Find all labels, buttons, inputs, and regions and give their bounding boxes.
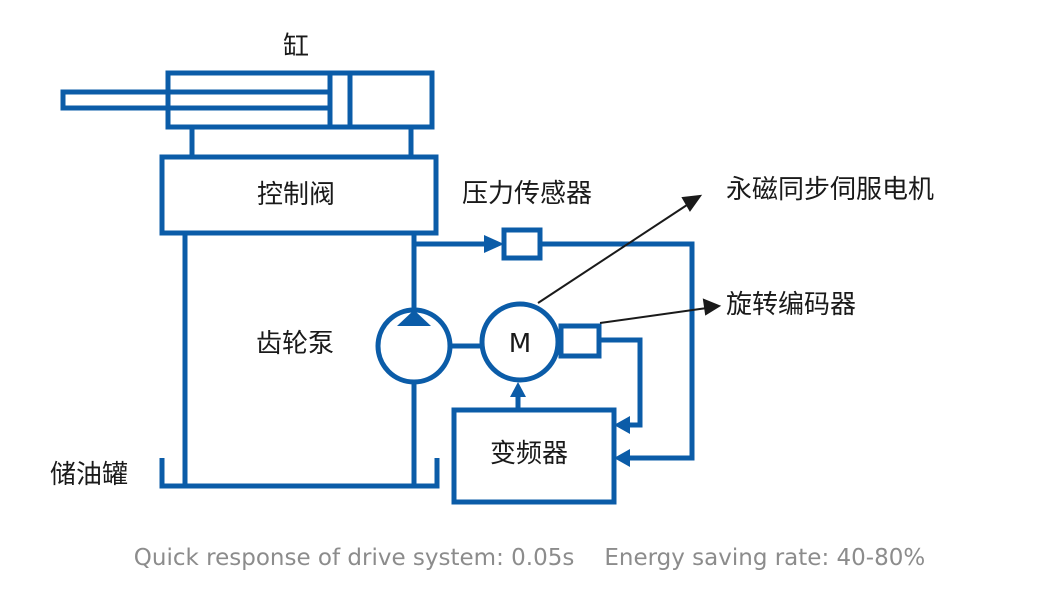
- encoder-callout-line: [599, 307, 708, 324]
- inverter-label: 变频器: [490, 439, 569, 469]
- rotary-encoder-box: [558, 323, 602, 359]
- gear-pump-label: 齿轮泵: [256, 329, 335, 359]
- motor-symbol: [479, 301, 561, 383]
- rotary-encoder-label: 旋转编码器: [726, 290, 857, 320]
- motor-callout-line: [537, 202, 691, 304]
- motor-callout-arrowhead: [681, 194, 703, 212]
- cylinder-body: [165, 70, 435, 130]
- oil-tank: [159, 458, 440, 489]
- pressure-arrow: [484, 235, 504, 253]
- energy-saving-text: Energy saving rate: 40-80%: [604, 545, 926, 571]
- performance-caption: Quick response of drive system: 0.05s Ene…: [0, 545, 1059, 571]
- cylinder-mount: [189, 124, 414, 160]
- inverter-box: [451, 407, 617, 505]
- pm-servo-motor-label: 永磁同步伺服电机: [726, 175, 935, 205]
- sensor-feedback-line: [540, 241, 695, 461]
- piston-rod: [60, 89, 333, 111]
- inverter-motor-arrow: [510, 382, 526, 397]
- control-valve-label: 控制阀: [257, 180, 336, 210]
- pressure-sensor-box: [501, 227, 543, 261]
- piston: [327, 70, 353, 130]
- encoder-feedback-line: [599, 337, 643, 428]
- sensor-feedback-arrow: [614, 449, 630, 467]
- control-valve-box: [159, 154, 439, 236]
- pressure-sensor-label: 压力传感器: [462, 179, 593, 209]
- motor-label: M: [509, 329, 531, 359]
- oil-tank-label: 储油罐: [50, 460, 129, 490]
- encoder-callout-arrowhead: [702, 298, 722, 316]
- response-time-text: Quick response of drive system: 0.05s: [133, 545, 575, 571]
- encoder-feedback-arrow: [614, 416, 630, 434]
- pump-direction-arrow: [397, 310, 431, 326]
- cylinder-label: 缸: [283, 32, 310, 62]
